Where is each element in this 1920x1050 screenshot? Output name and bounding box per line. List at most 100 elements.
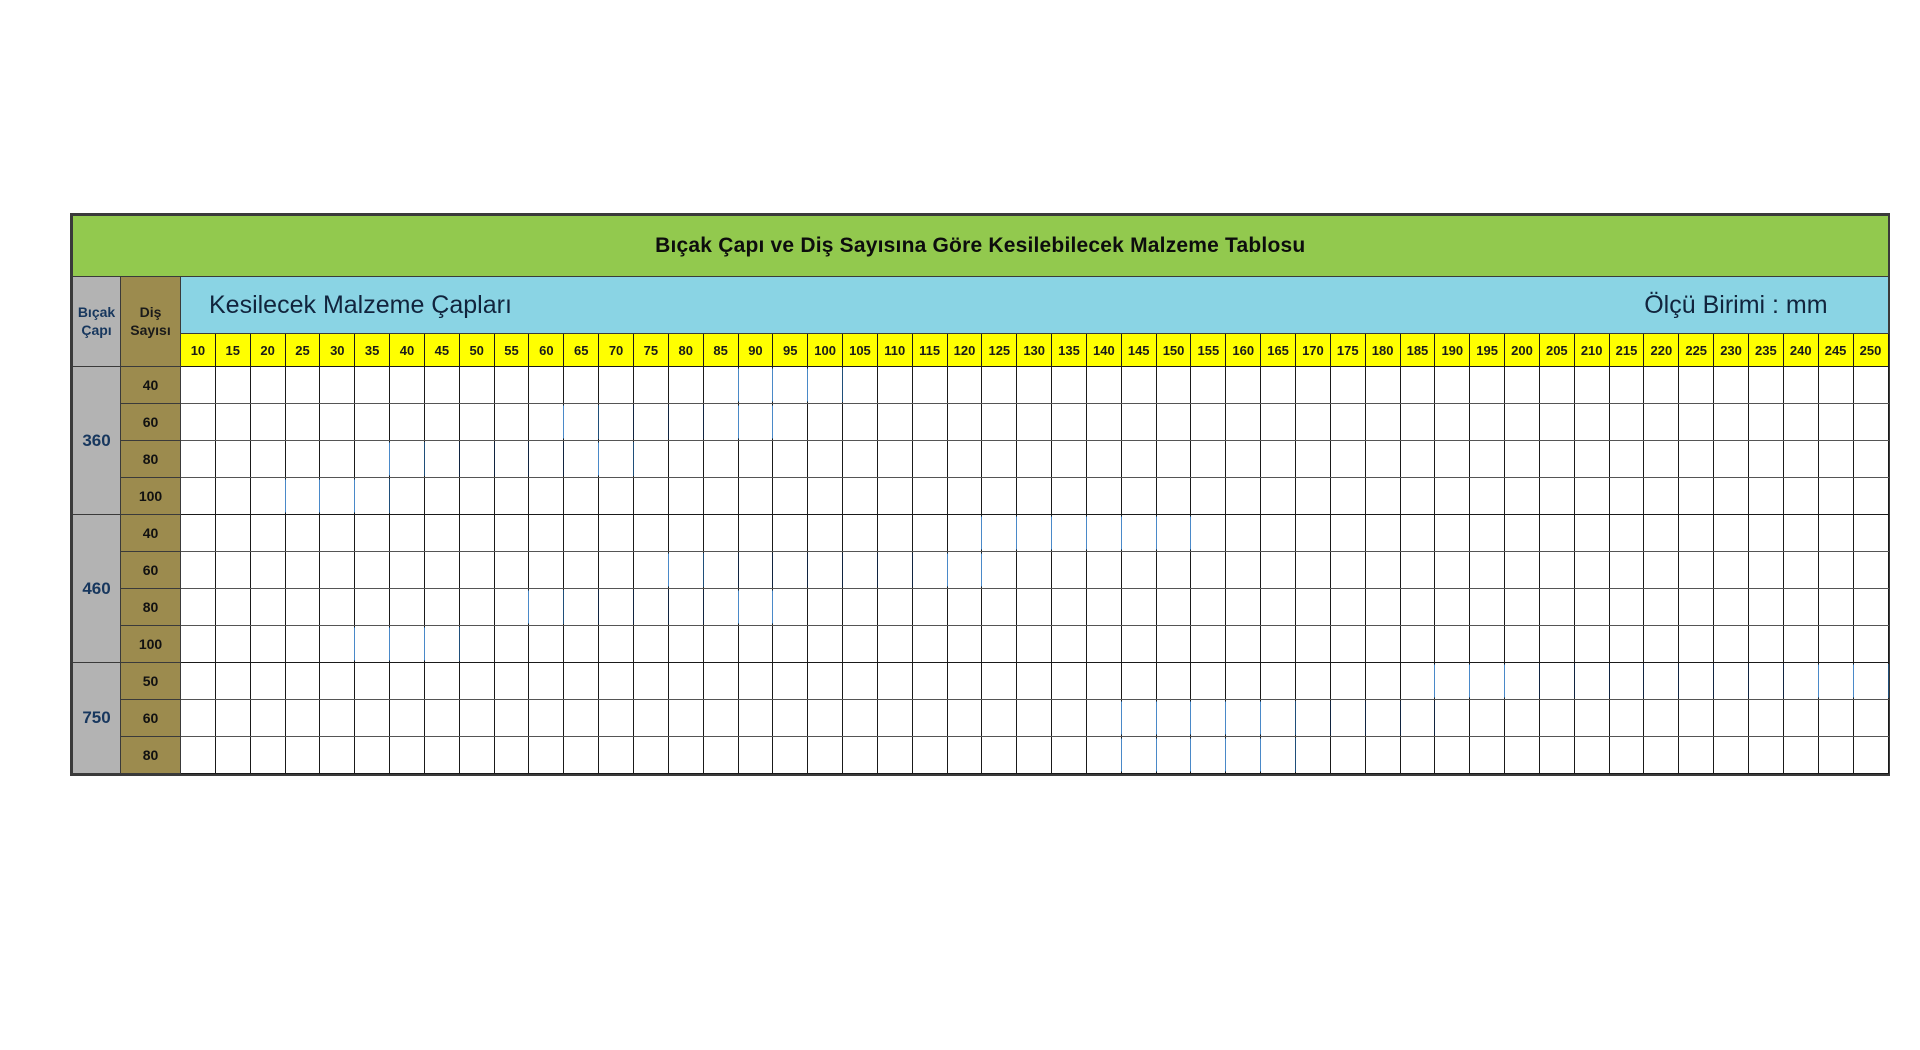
grid-cell[interactable]	[1538, 514, 1575, 552]
grid-cell[interactable]	[1295, 477, 1331, 515]
grid-cell[interactable]	[1155, 477, 1192, 515]
grid-cell[interactable]	[1747, 514, 1784, 552]
grid-cell[interactable]	[1747, 366, 1784, 404]
grid-cell[interactable]	[667, 551, 704, 589]
grid-cell[interactable]	[1678, 736, 1715, 774]
grid-cell[interactable]	[1016, 699, 1053, 737]
grid-cell[interactable]	[737, 588, 774, 626]
grid-cell[interactable]	[214, 699, 251, 737]
grid-cell[interactable]	[214, 736, 251, 774]
grid-cell[interactable]	[1225, 588, 1262, 626]
grid-cell[interactable]	[1538, 625, 1575, 663]
grid-cell[interactable]	[1852, 736, 1889, 774]
grid-cell[interactable]	[1434, 551, 1471, 589]
grid-cell[interactable]	[1469, 477, 1506, 515]
grid-cell[interactable]	[1747, 588, 1784, 626]
grid-cell[interactable]	[354, 588, 391, 626]
grid-cell[interactable]	[249, 477, 286, 515]
grid-cell[interactable]	[1643, 403, 1680, 441]
grid-cell[interactable]	[598, 366, 634, 404]
grid-cell[interactable]	[1608, 366, 1645, 404]
grid-cell[interactable]	[1469, 551, 1506, 589]
grid-cell[interactable]	[319, 588, 356, 626]
grid-cell[interactable]	[1399, 662, 1436, 700]
grid-cell[interactable]	[423, 514, 460, 552]
grid-cell[interactable]	[1608, 588, 1645, 626]
grid-cell[interactable]	[1399, 551, 1436, 589]
grid-cell[interactable]	[458, 699, 495, 737]
grid-cell[interactable]	[1190, 366, 1227, 404]
grid-cell[interactable]	[458, 625, 495, 663]
grid-cell[interactable]	[1260, 625, 1296, 663]
grid-cell[interactable]	[284, 514, 321, 552]
grid-cell[interactable]	[1678, 625, 1715, 663]
grid-cell[interactable]	[493, 699, 530, 737]
grid-cell[interactable]	[1260, 662, 1296, 700]
grid-cell[interactable]	[1852, 403, 1889, 441]
grid-cell[interactable]	[214, 366, 251, 404]
grid-cell[interactable]	[1329, 366, 1366, 404]
grid-cell[interactable]	[389, 514, 425, 552]
grid-cell[interactable]	[1747, 699, 1784, 737]
grid-cell[interactable]	[1747, 736, 1784, 774]
grid-cell[interactable]	[528, 440, 565, 478]
grid-cell[interactable]	[946, 551, 983, 589]
grid-cell[interactable]	[284, 366, 321, 404]
grid-cell[interactable]	[807, 551, 844, 589]
grid-cell[interactable]	[911, 662, 948, 700]
grid-cell[interactable]	[1817, 440, 1854, 478]
grid-cell[interactable]	[1504, 366, 1540, 404]
grid-cell[interactable]	[1155, 625, 1192, 663]
grid-cell[interactable]	[1713, 366, 1749, 404]
grid-cell[interactable]	[1817, 662, 1854, 700]
grid-cell[interactable]	[493, 514, 530, 552]
grid-cell[interactable]	[1782, 736, 1819, 774]
grid-cell[interactable]	[842, 736, 878, 774]
grid-cell[interactable]	[1155, 551, 1192, 589]
grid-cell[interactable]	[1120, 699, 1157, 737]
grid-cell[interactable]	[737, 699, 774, 737]
grid-cell[interactable]	[1016, 514, 1053, 552]
grid-cell[interactable]	[1051, 625, 1087, 663]
grid-cell[interactable]	[1364, 366, 1401, 404]
grid-cell[interactable]	[1852, 514, 1889, 552]
grid-cell[interactable]	[807, 366, 844, 404]
grid-cell[interactable]	[1469, 662, 1506, 700]
grid-cell[interactable]	[1747, 551, 1784, 589]
grid-cell[interactable]	[1085, 477, 1122, 515]
grid-cell[interactable]	[1329, 699, 1366, 737]
grid-cell[interactable]	[1747, 403, 1784, 441]
grid-cell[interactable]	[598, 736, 634, 774]
grid-cell[interactable]	[1120, 736, 1157, 774]
grid-cell[interactable]	[1051, 514, 1087, 552]
grid-cell[interactable]	[1399, 440, 1436, 478]
grid-cell[interactable]	[180, 699, 1436, 737]
grid-cell[interactable]	[1747, 440, 1784, 478]
grid-cell[interactable]	[981, 551, 1018, 589]
grid-cell[interactable]	[284, 699, 321, 737]
grid-cell[interactable]	[1364, 403, 1401, 441]
grid-cell[interactable]	[214, 551, 251, 589]
grid-cell[interactable]	[354, 366, 391, 404]
grid-cell[interactable]	[1747, 625, 1784, 663]
grid-cell[interactable]	[528, 403, 565, 441]
grid-cell[interactable]	[1434, 736, 1471, 774]
grid-cell[interactable]	[1469, 699, 1506, 737]
grid-cell[interactable]	[1643, 440, 1680, 478]
grid-cell[interactable]	[1782, 477, 1819, 515]
grid-cell[interactable]	[807, 477, 844, 515]
grid-cell[interactable]	[1155, 403, 1192, 441]
grid-cell[interactable]	[1260, 440, 1296, 478]
grid-cell[interactable]	[1817, 514, 1854, 552]
grid-cell[interactable]	[319, 736, 356, 774]
grid-cell[interactable]	[1608, 514, 1645, 552]
grid-cell[interactable]	[354, 440, 391, 478]
grid-cell[interactable]	[1678, 588, 1715, 626]
grid-cell[interactable]	[911, 440, 948, 478]
grid-cell[interactable]	[1399, 625, 1436, 663]
grid-cell[interactable]	[1260, 551, 1296, 589]
grid-cell[interactable]	[1817, 551, 1854, 589]
grid-cell[interactable]	[1085, 551, 1122, 589]
grid-cell[interactable]	[842, 551, 878, 589]
grid-cell[interactable]	[598, 477, 634, 515]
